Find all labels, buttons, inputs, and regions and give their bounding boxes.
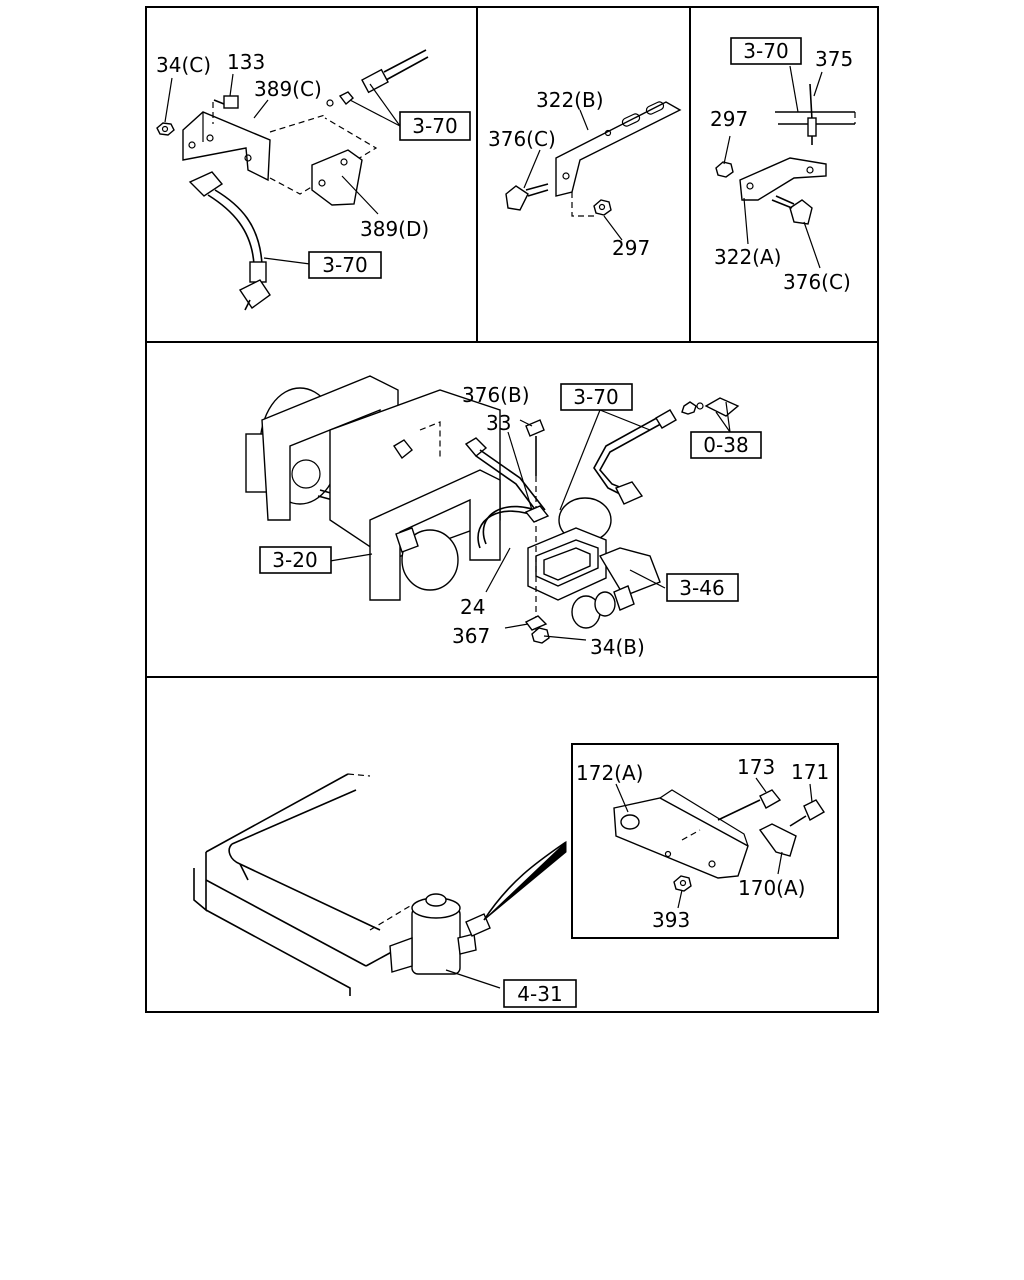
ref-box-3-20 — [259, 546, 332, 574]
label-367: 367 — [452, 624, 490, 648]
panel-bracket-322a — [715, 65, 856, 269]
bracket-389c-drawing — [182, 111, 271, 182]
label-ref-0-38: 0-38 — [703, 433, 748, 457]
nut-297-drawing — [593, 199, 612, 216]
label-389d: 389(D) — [360, 217, 429, 241]
bolt-376c-right-drawing — [789, 199, 813, 225]
label-133: 133 — [227, 50, 265, 74]
label-34c: 34(C) — [156, 53, 211, 77]
ref-box-3-70-a — [399, 111, 471, 141]
label-376c-right: 376(C) — [783, 270, 851, 294]
nut-393-drawing — [673, 875, 692, 892]
bolt-376c-drawing — [505, 185, 529, 211]
label-297: 297 — [612, 236, 650, 260]
pipe-fitting-drawing — [361, 68, 389, 94]
nut-34c-drawing — [156, 122, 175, 136]
label-24: 24 — [460, 595, 485, 619]
label-322b: 322(B) — [536, 88, 604, 112]
label-ref-3-70-c: 3-70 — [743, 39, 788, 63]
panel-tank-valve — [193, 743, 839, 996]
label-ref-3-46: 3-46 — [679, 576, 724, 600]
ref-box-3-70-c — [730, 37, 802, 65]
diagram-frame — [145, 6, 879, 1013]
label-ref-3-20: 3-20 — [272, 548, 317, 572]
nut-297-right-drawing — [715, 161, 734, 178]
label-297-right: 297 — [710, 107, 748, 131]
detail-inset-box — [571, 743, 839, 939]
hose-end-fitting-drawing — [188, 171, 224, 197]
ref-box-3-70-b — [308, 251, 382, 279]
label-34b: 34(B) — [590, 635, 645, 659]
part-labels: 34(C) 133 389(C) 3-70 389(D) 3-70 322(B)… — [156, 39, 853, 1006]
label-ref-3-70-a: 3-70 — [412, 114, 457, 138]
ref-box-0-38 — [690, 431, 762, 459]
bolt-133-drawing — [223, 95, 239, 109]
label-375: 375 — [815, 47, 853, 71]
bracket-389d-drawing — [311, 149, 363, 206]
bracket-172a-drawing — [613, 797, 749, 879]
ref-box-4-31 — [503, 979, 577, 1008]
clamp-170a-drawing — [758, 823, 797, 857]
label-171: 171 — [791, 760, 829, 784]
hose-fitting-drawing — [249, 261, 267, 283]
label-393: 393 — [652, 908, 690, 932]
label-170a: 170(A) — [738, 876, 805, 900]
label-322a: 322(A) — [714, 245, 781, 269]
clip-375-drawing — [807, 117, 817, 137]
bracket-322a-drawing — [739, 157, 827, 201]
panel-bracket-322b — [505, 101, 682, 241]
label-376c: 376(C) — [488, 127, 556, 151]
bolt-171-drawing — [803, 799, 825, 821]
panel-tank-assembly — [245, 375, 740, 644]
ref-box-3-70-d — [560, 383, 633, 411]
ref-box-3-46 — [666, 573, 739, 602]
label-ref-3-70-b: 3-70 — [322, 253, 367, 277]
bolt-173-drawing — [759, 789, 782, 809]
label-173: 173 — [737, 755, 775, 779]
label-172a: 172(A) — [576, 761, 643, 785]
label-389c: 389(C) — [254, 77, 322, 101]
label-ref-4-31: 4-31 — [517, 982, 562, 1006]
panel-bracket-hose — [156, 49, 429, 311]
label-33: 33 — [486, 411, 511, 435]
label-ref-3-70-d: 3-70 — [573, 385, 618, 409]
bracket-322b-drawing — [555, 101, 682, 197]
bolt-376b-drawing — [525, 419, 545, 437]
label-376b: 376(B) — [462, 383, 530, 407]
